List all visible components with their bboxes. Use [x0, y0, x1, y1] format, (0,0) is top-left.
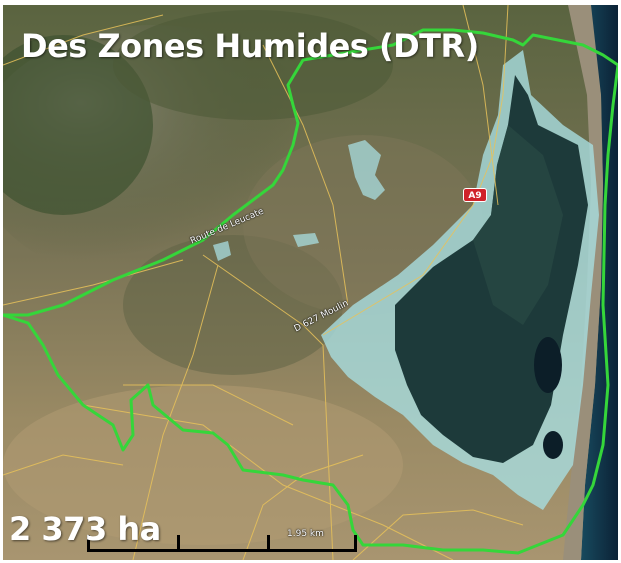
- wetland-patch: [348, 140, 385, 200]
- scale-bar-line: [87, 549, 357, 552]
- forest-patch: [3, 35, 153, 215]
- scale-tick: [177, 535, 180, 552]
- coastal-strip: [563, 5, 603, 560]
- scale-tick: [267, 535, 270, 552]
- lagoon-shading: [473, 125, 563, 325]
- wetland-patch: [213, 241, 231, 261]
- satellite-map: [3, 5, 618, 560]
- area-value: 2 373 ha: [9, 510, 161, 548]
- highway-shield-icon: A9: [463, 188, 487, 202]
- study-area-boundary: [3, 28, 618, 555]
- scale-tick: [354, 535, 357, 552]
- map-view[interactable]: Des Zones Humides (DTR) Route de Leucate…: [3, 5, 618, 560]
- map-title: Des Zones Humides (DTR): [21, 27, 479, 65]
- scale-tick: [87, 535, 90, 552]
- inner-lagoon: [534, 337, 562, 393]
- inner-lagoon: [543, 431, 563, 459]
- wetland-patch: [293, 233, 319, 247]
- plain-patch: [3, 385, 403, 545]
- scale-label: 1.95 km: [287, 529, 324, 539]
- road-network: [3, 5, 524, 560]
- scale-bar-icon: 1.95 km: [87, 529, 357, 555]
- forest-patch: [113, 10, 393, 120]
